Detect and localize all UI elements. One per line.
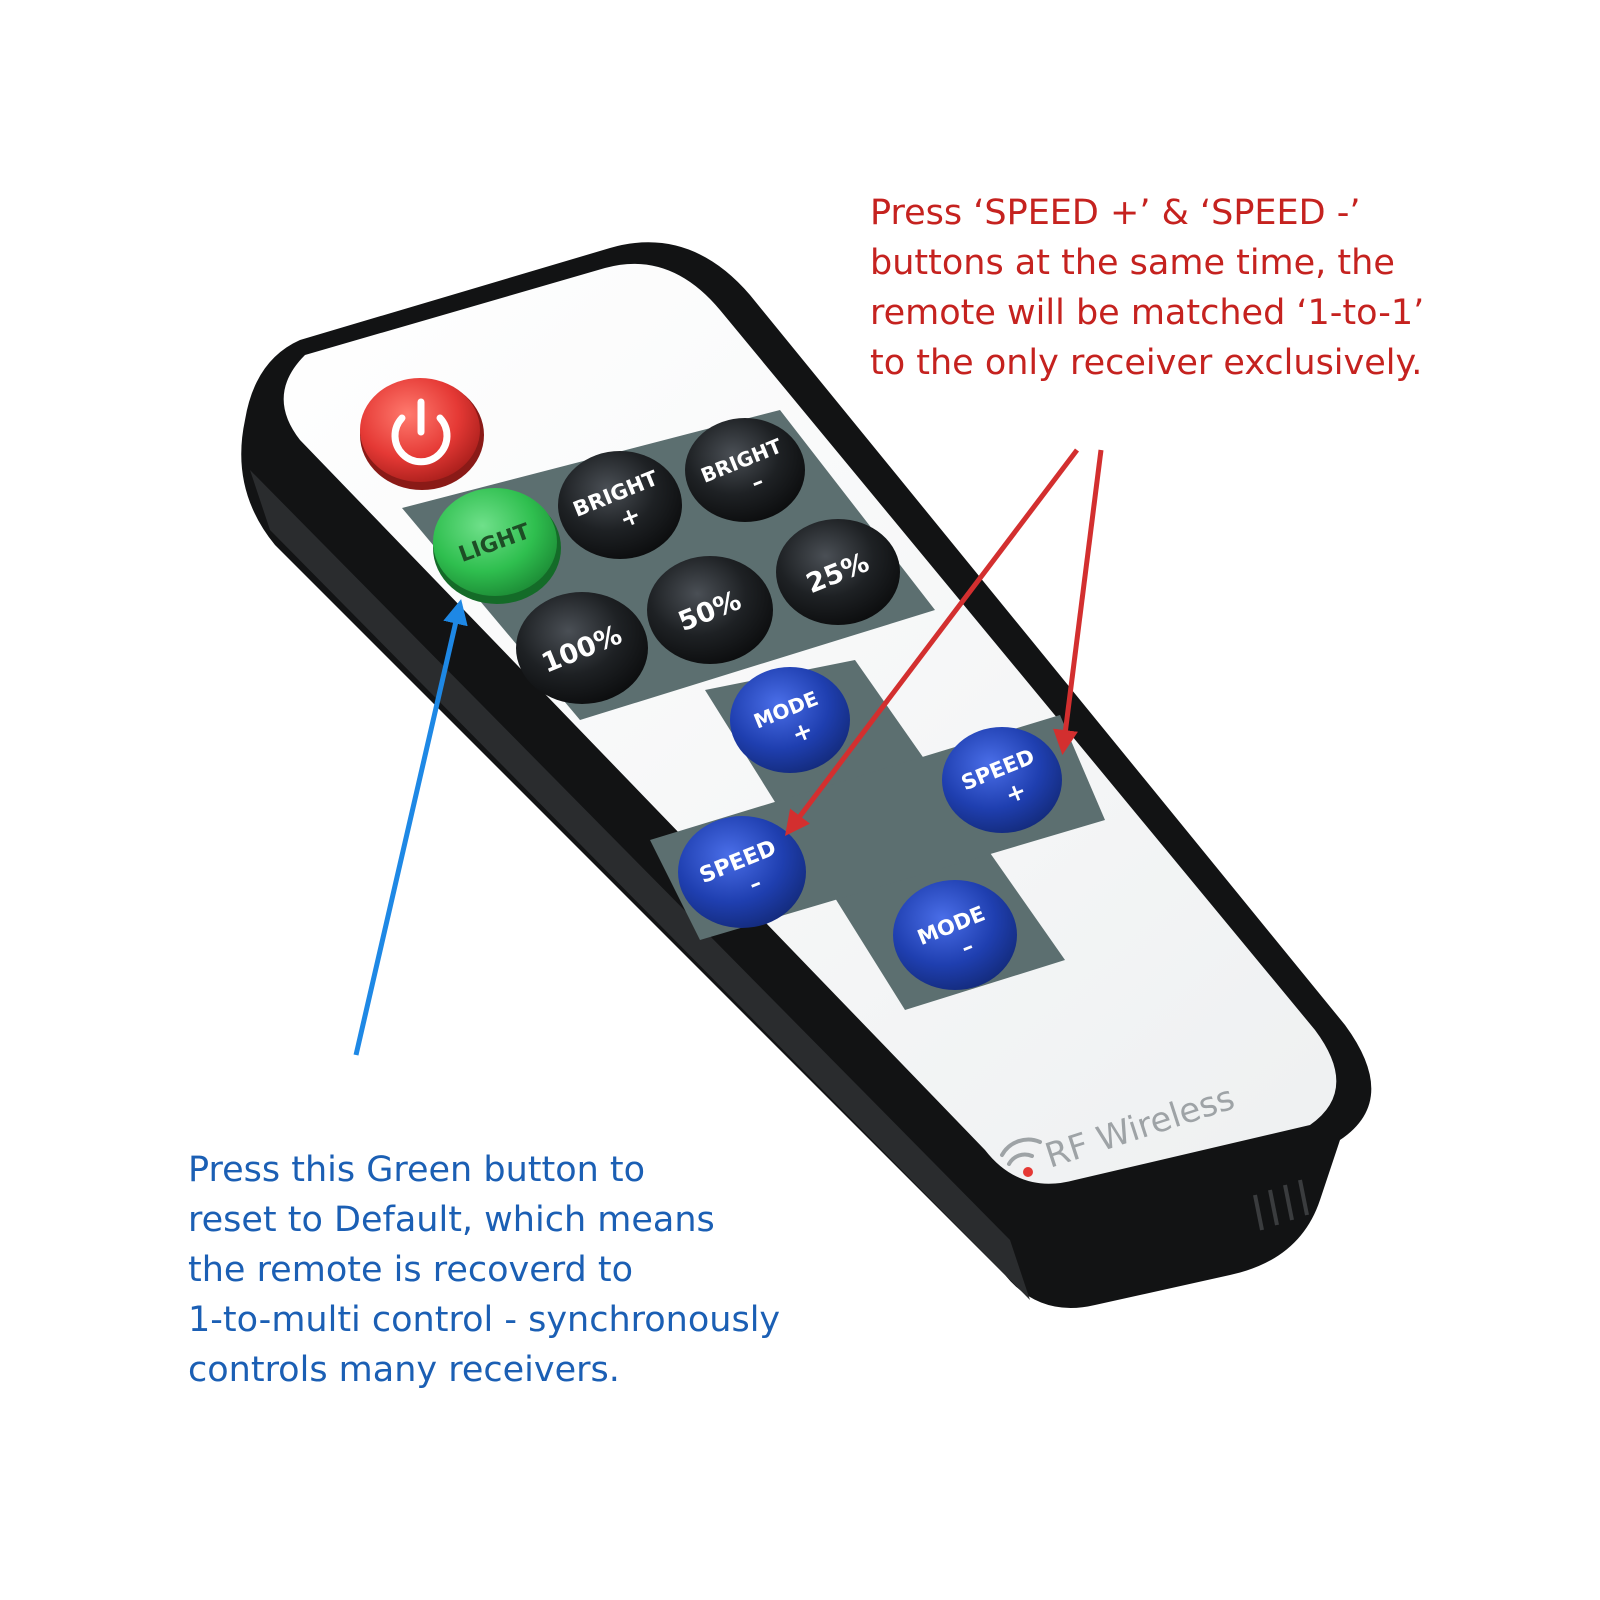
caption-line: 1-to-multi control - synchronously [188,1300,781,1340]
caption-line: Press this Green button to [188,1150,646,1190]
mode-minus-button[interactable]: MODE – [893,880,1017,990]
speed-plus-button[interactable]: SPEED + [942,727,1062,833]
light-button[interactable]: LIGHT [433,488,561,604]
bright-minus-button[interactable]: BRIGHT – [685,418,805,522]
caption-line: to the only receiver exclusively. [870,343,1423,383]
blue-arrow-to-light [353,599,468,1056]
red-arrow-to-speed-minus [784,448,1079,836]
mode-plus-button[interactable]: MODE + [730,667,850,773]
pct-25-button[interactable]: 25% [776,519,900,625]
caption-line: the remote is recoverd to [188,1250,634,1290]
caption-line: controls many receivers. [188,1350,620,1390]
wireless-icon [1000,1137,1042,1177]
power-icon [391,398,451,466]
grip-ridges [1253,1179,1309,1231]
reset-default-caption: Press this Green button to reset to Defa… [188,1145,780,1395]
pct-100-button[interactable]: 100% [516,592,648,704]
caption-line: reset to Default, which means [188,1200,715,1240]
power-button[interactable] [360,378,484,490]
caption-line: Press ‘SPEED +’ & ‘SPEED -’ [870,193,1361,233]
caption-line: remote will be matched ‘1-to-1’ [870,293,1425,333]
caption-line: buttons at the same time, the [870,243,1395,283]
pct-50-button[interactable]: 50% [647,556,773,664]
bright-plus-button[interactable]: BRIGHT + [558,451,682,559]
speed-pairing-caption: Press ‘SPEED +’ & ‘SPEED -’ buttons at t… [870,188,1424,388]
red-arrow-to-speed-plus [1053,449,1104,755]
speed-minus-button[interactable]: SPEED – [678,816,806,928]
